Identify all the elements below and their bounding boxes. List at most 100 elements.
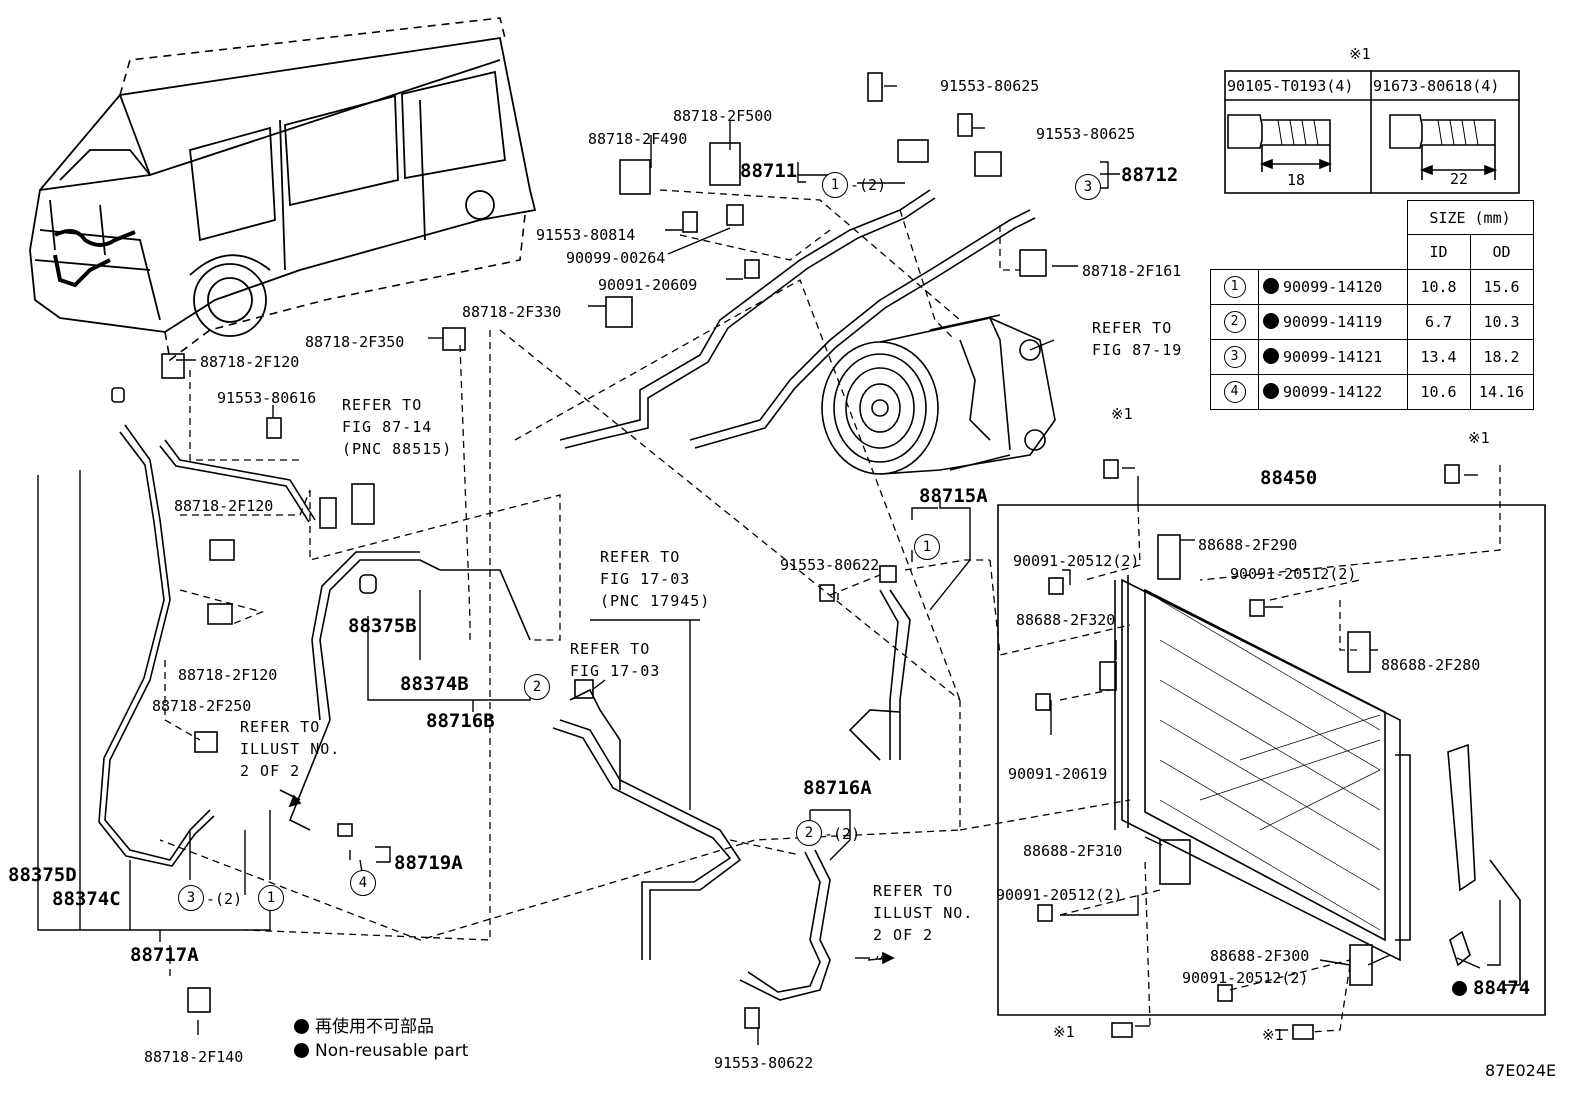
bolt-table-frame — [1224, 70, 1520, 194]
van-illustration — [29, 36, 537, 337]
leader-lines — [37, 85, 1501, 1045]
part-88718-2F120-b: 88718-2F120 — [174, 497, 274, 515]
refer-line: REFER TO — [1092, 319, 1173, 337]
bolt-length-18: 18 — [1287, 171, 1306, 189]
callout-circle-1-bot: 1 — [258, 885, 284, 911]
part-88718-2F490: 88718-2F490 — [588, 130, 688, 148]
size-table-header-row: SIZE (mm) — [1211, 200, 1534, 235]
part-88688-2F290: 88688-2F290 — [1198, 536, 1298, 554]
part-88718-2F140: 88718-2F140 — [144, 1048, 244, 1066]
asterisk-mark: ※1 — [1262, 1026, 1284, 1044]
figure-code: 87E024E — [1485, 1061, 1557, 1080]
od-cell: 10.3 — [1469, 303, 1534, 340]
part-91553-80625-a: 91553-80625 — [940, 77, 1040, 95]
bolt-table-col1: 90105-T0193(4) — [1227, 77, 1354, 95]
part-90091-20512-c: 90091-20512(2) — [996, 886, 1123, 904]
part-88474-number: 88474 — [1473, 977, 1531, 999]
non-reusable-dot-icon — [1263, 382, 1279, 399]
part-90091-20512-b: 90091-20512(2) — [1230, 565, 1357, 583]
refer-line: 2 OF 2 — [873, 926, 934, 944]
part-number: 90099-14122 — [1283, 382, 1383, 401]
part-88718-2F350: 88718-2F350 — [305, 333, 405, 351]
part-number: 90099-14119 — [1283, 312, 1383, 331]
row-number-cell: 4 — [1210, 373, 1259, 410]
bolt-table-col2: 91673-80618(4) — [1373, 77, 1500, 95]
asterisk-mark: ※1 — [1053, 1023, 1075, 1041]
part-88688-2F280: 88688-2F280 — [1381, 656, 1481, 674]
bolt-length-22: 22 — [1450, 170, 1469, 188]
legend-jp-text: 再使用不可部品 — [315, 1017, 434, 1037]
part-88711: 88711 — [740, 160, 798, 182]
refer-line: 2 OF 2 — [240, 762, 301, 780]
asterisk-mark: ※1 — [1349, 45, 1371, 63]
refer-line: REFER TO — [873, 882, 954, 900]
callout-circle-2-a: 2 — [796, 820, 822, 846]
condenser-illustration — [1114, 575, 1411, 962]
row-circle: 3 — [1223, 345, 1246, 368]
refer-line: FIG 87-14 — [342, 418, 433, 436]
part-88718-2F330: 88718-2F330 — [462, 303, 562, 321]
part-91553-80622-b: 91553-80622 — [714, 1054, 814, 1072]
refer-line: (PNC 88515) — [342, 440, 453, 458]
row-circle: 1 — [1223, 275, 1246, 298]
part-88474: 88474 — [1452, 977, 1530, 999]
id-cell: 10.6 — [1406, 373, 1471, 410]
part-number-cell: 90099-14121 — [1258, 338, 1408, 375]
non-reusable-dot-icon — [294, 1043, 309, 1058]
part-88688-2F320: 88688-2F320 — [1016, 611, 1116, 629]
part-88374C: 88374C — [52, 888, 121, 910]
part-number-cell: 90099-14122 — [1258, 373, 1408, 410]
refer-line: (PNC 17945) — [600, 592, 711, 610]
compressor-illustration — [821, 314, 1056, 475]
row-number-cell: 2 — [1210, 303, 1259, 340]
asterisk-mark: ※1 — [1111, 405, 1133, 423]
part-90091-20619: 90091-20619 — [1008, 765, 1108, 783]
row-circle: 4 — [1223, 380, 1246, 403]
refer-line: FIG 17-03 — [600, 570, 691, 588]
part-88718-2F120-a: 88718-2F120 — [200, 353, 300, 371]
refer-line: REFER TO — [570, 640, 651, 658]
part-88718-2F120-c: 88718-2F120 — [178, 666, 278, 684]
part-number: 90099-14120 — [1283, 277, 1383, 296]
row-circle: 2 — [1223, 310, 1246, 333]
condenser-frame — [997, 504, 1546, 1016]
legend-jp: 再使用不可部品 — [294, 1018, 434, 1036]
row-number-cell: 3 — [1210, 338, 1259, 375]
part-88715A: 88715A — [919, 485, 988, 507]
part-number-cell: 90099-14119 — [1258, 303, 1408, 340]
part-88688-2F300: 88688-2F300 — [1210, 947, 1310, 965]
refer-line: REFER TO — [240, 718, 321, 736]
refer-line: REFER TO — [342, 396, 423, 414]
part-88450: 88450 — [1260, 467, 1318, 489]
id-cell: 13.4 — [1406, 338, 1471, 375]
asterisk-mark: ※1 — [1468, 429, 1490, 447]
size-table-subheader-row: ID OD — [1211, 234, 1534, 270]
callout-circle-3-bot: 3 — [178, 885, 204, 911]
part-91553-80616: 91553-80616 — [217, 389, 317, 407]
callout-circle-3-top: 3 — [1075, 174, 1101, 200]
refer-line: FIG 17-03 — [570, 662, 661, 680]
non-reusable-dot-icon — [1263, 277, 1279, 294]
od-cell: 15.6 — [1469, 268, 1534, 305]
empty-cell — [1211, 235, 1259, 270]
part-90091-20512-a: 90091-20512(2) — [1013, 552, 1140, 570]
part-88716B: 88716B — [426, 710, 495, 732]
part-90091-20512-d: 90091-20512(2) — [1182, 969, 1309, 987]
id-cell: 10.8 — [1406, 268, 1471, 305]
part-88712: 88712 — [1121, 164, 1179, 186]
od-cell: 18.2 — [1469, 338, 1534, 375]
callout-circle-1-mid: 1 — [914, 534, 940, 560]
part-90099-00264: 90099-00264 — [566, 249, 666, 267]
part-88688-2F310: 88688-2F310 — [1023, 842, 1123, 860]
callout-circle-1-top: 1 — [822, 172, 848, 198]
part-number: 90099-14121 — [1283, 347, 1383, 366]
size-table-id-header: ID — [1406, 234, 1471, 270]
non-reusable-dot-icon — [1452, 981, 1467, 996]
part-88374B: 88374B — [400, 673, 469, 695]
id-cell: 6.7 — [1406, 303, 1471, 340]
part-88375D: 88375D — [8, 864, 77, 886]
